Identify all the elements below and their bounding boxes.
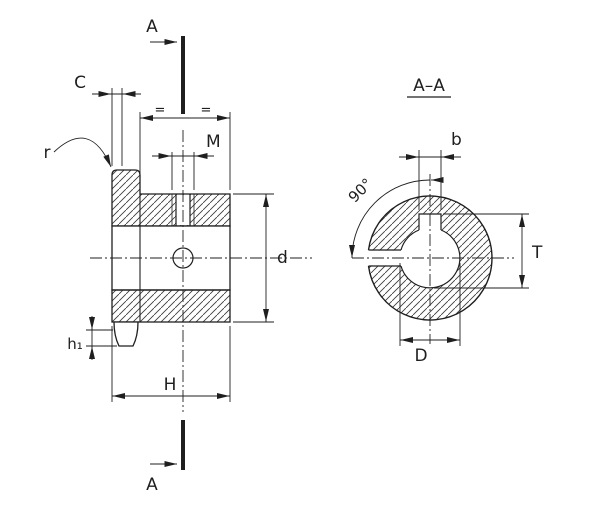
- radius-leader: [53, 137, 112, 168]
- label-c: C: [74, 73, 86, 93]
- angle-arc: [351, 179, 431, 259]
- dimension-t: [434, 213, 529, 289]
- section-label-bottom: A: [146, 475, 158, 495]
- hub-section-upper: [111, 169, 231, 227]
- equal-mark-left: =: [155, 103, 166, 118]
- dimension-angle-90: [349, 177, 444, 259]
- equal-mark-right: =: [201, 103, 212, 118]
- sprocket-tooth: [113, 321, 139, 347]
- label-d: d: [277, 248, 288, 268]
- dimension-m: [152, 152, 214, 190]
- dimension-equal: [139, 112, 231, 190]
- bore-circle: [400, 229, 420, 251]
- label-r: r: [44, 143, 51, 163]
- dimension-h: [111, 326, 231, 402]
- label-h1: h₁: [67, 335, 83, 353]
- label-b: b: [451, 130, 462, 150]
- set-screw-hole-gap: [368, 250, 402, 266]
- dimension-h1: [86, 316, 117, 360]
- label-m: M: [206, 132, 221, 152]
- side-view: [90, 36, 312, 470]
- label-90deg: 90°: [345, 175, 377, 207]
- bore-circle: [400, 229, 461, 289]
- dimension-big-d: [399, 263, 461, 346]
- label-h: H: [164, 375, 177, 395]
- section-view-a-a: [352, 174, 514, 344]
- section-title: A–A: [413, 76, 445, 96]
- label-t: T: [531, 243, 543, 263]
- section-label-top: A: [146, 17, 158, 37]
- hub-section-lower: [111, 289, 231, 323]
- dimension-d: [233, 193, 274, 323]
- label-big-d: D: [414, 346, 427, 366]
- dimension-c: [92, 88, 141, 166]
